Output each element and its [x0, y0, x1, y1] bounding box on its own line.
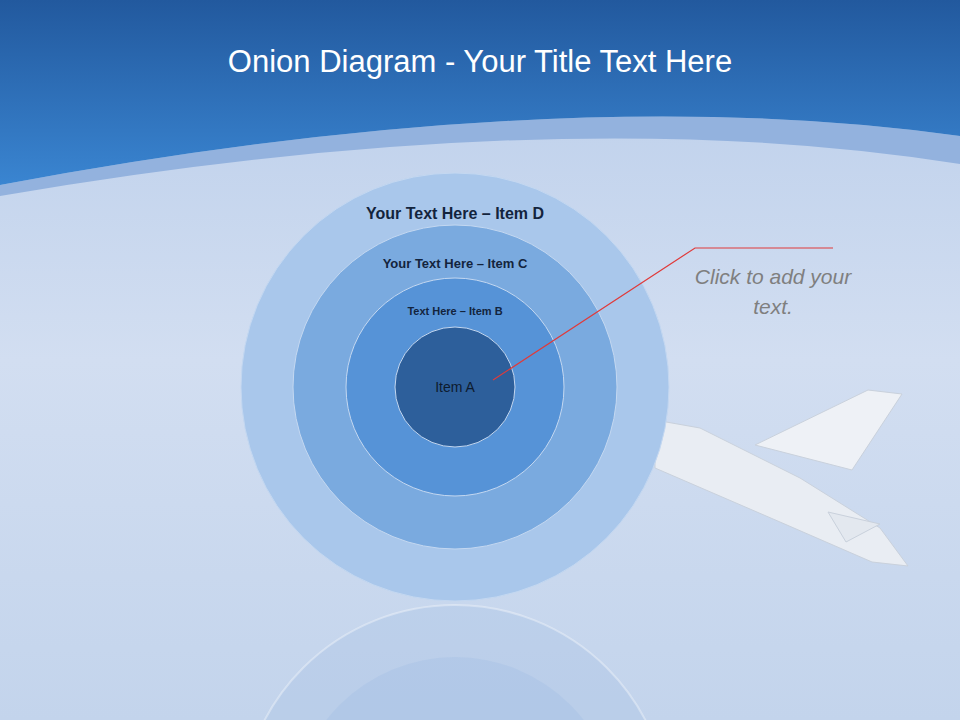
title: Onion Diagram - Your Title Text Here	[228, 44, 732, 79]
ring-label: Your Text Here – Item D	[366, 205, 544, 223]
reflection	[292, 657, 618, 720]
callout: Click to add your text.	[686, 262, 860, 323]
ring-shape	[241, 173, 669, 601]
ring-label: Text Here – Item B	[407, 305, 502, 317]
ring-label: Your Text Here – Item C	[383, 256, 528, 271]
ring-shape	[293, 225, 617, 549]
airplane	[655, 390, 908, 566]
onion-ring: Your Text Here – Item DYour Text Here – …	[240, 172, 670, 602]
title-bar: Onion Diagram - Your Title Text Here	[0, 44, 960, 80]
ring-label: Item A	[435, 379, 475, 395]
ring-shape	[395, 327, 515, 447]
onion-ring: Text Here – Item B Item A	[345, 277, 565, 497]
ring-shape	[346, 278, 564, 496]
onion-ring: Your Text Here – Item C Text Here – Item …	[292, 224, 618, 550]
onion-ring: Item A	[394, 326, 516, 448]
reflection	[240, 605, 670, 720]
callout-text: Click to add your text.	[695, 265, 851, 318]
